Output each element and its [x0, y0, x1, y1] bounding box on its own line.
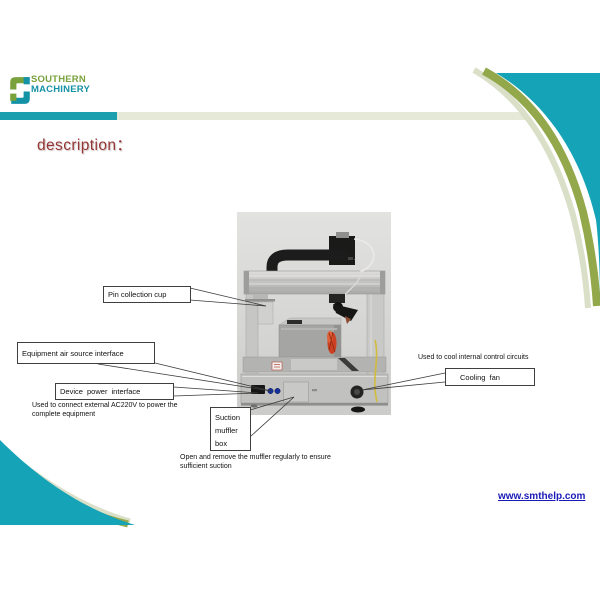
brand-line1: SOUTHERN	[31, 74, 86, 85]
callout-pin-collection-cup: Pin collection cup	[103, 286, 191, 303]
yellow-cable	[374, 339, 378, 403]
logo: SOUTHERN MACHINERY	[7, 72, 187, 106]
muffler-label-line1: Suction	[215, 413, 241, 422]
callout-air-source: Equipment air source interface	[17, 342, 155, 364]
machine-frame-columns	[245, 291, 385, 376]
work-table	[242, 356, 387, 373]
callout-suction-muffler: Suction muffler box	[210, 407, 251, 451]
machine-photo	[237, 212, 391, 415]
website-link[interactable]: www.smthelp.com	[498, 491, 586, 502]
dispensing-gun	[329, 294, 358, 324]
header-bar-beige	[117, 112, 557, 120]
muffler-door	[283, 381, 309, 403]
controller-box	[278, 317, 342, 358]
callout-cooling-fan: Cooling fan	[445, 368, 535, 386]
callout-pin-label: Pin collection cup	[108, 290, 167, 299]
brand-line2: MACHINERY	[31, 84, 90, 95]
callout-device-power: Device power interface	[55, 383, 174, 400]
air-connector-2	[274, 388, 281, 394]
bottom-left-swoosh-decoration	[0, 440, 135, 528]
muffler-label-line3: box	[215, 439, 228, 448]
callout-power-label: Device power interface	[60, 387, 141, 396]
cooling-note: Used to cool internal control circuits	[418, 354, 529, 361]
top-right-swoosh-decoration	[472, 64, 600, 309]
callout-fan-label: Cooling fan	[460, 372, 500, 382]
power-note: Used to connect external AC220V to power…	[32, 402, 178, 419]
power-inlet	[251, 385, 265, 394]
gantry-beam	[243, 270, 386, 295]
muffler-note: Open and remove the muffler regularly to…	[180, 454, 331, 471]
southern-machinery-logo-icon	[10, 77, 30, 104]
red-coil	[327, 331, 337, 354]
page-title: description：	[37, 137, 133, 154]
cable-chain	[266, 249, 348, 272]
base-front-panel	[240, 373, 389, 404]
callout-air-label: Equipment air source interface	[22, 348, 124, 358]
header-bar-teal	[0, 112, 117, 120]
muffler-label-line2: muffler	[215, 426, 238, 435]
air-connector-1	[267, 388, 274, 394]
